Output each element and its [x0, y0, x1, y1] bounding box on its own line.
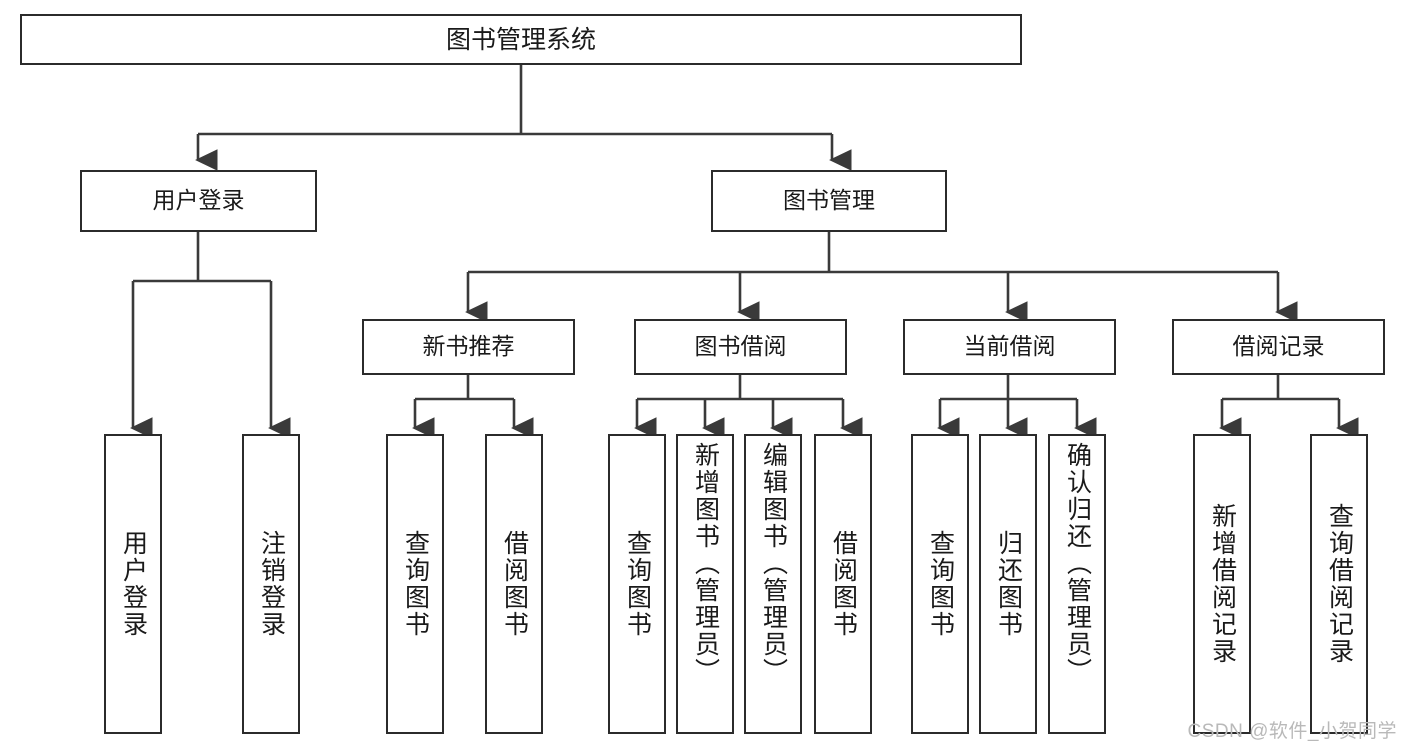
leaf-logout[interactable]: 注销登录	[242, 434, 300, 734]
node-label: 图书管理系统	[445, 25, 596, 54]
node-label: 查询借阅记录	[1325, 503, 1354, 665]
node-book-borrowing[interactable]: 图书借阅	[634, 319, 847, 375]
node-root-book-management-system[interactable]: 图书管理系统	[20, 14, 1022, 65]
node-label: 查询图书	[401, 530, 430, 638]
node-user-login[interactable]: 用户登录	[80, 170, 317, 232]
node-label: 借阅记录	[1232, 333, 1325, 360]
leaf-user-login[interactable]: 用户登录	[104, 434, 162, 734]
node-label: 用户登录	[152, 187, 245, 214]
leaf-add-book-admin[interactable]: 新增图书（管理员）	[676, 434, 734, 734]
node-label: 当前借阅	[963, 333, 1056, 360]
leaf-borrow-book-recommendation[interactable]: 借阅图书	[485, 434, 543, 734]
node-label: 借阅图书	[500, 530, 529, 638]
leaf-borrow-book-borrowing[interactable]: 借阅图书	[814, 434, 872, 734]
node-new-book-recommendation[interactable]: 新书推荐	[362, 319, 575, 375]
node-label: 借阅图书	[829, 530, 858, 638]
leaf-confirm-return-admin[interactable]: 确认归还（管理员）	[1048, 434, 1106, 734]
node-borrowing-records[interactable]: 借阅记录	[1172, 319, 1385, 375]
node-label: 新增借阅记录	[1208, 503, 1237, 665]
node-label: 图书管理	[783, 187, 875, 214]
node-label: 新增图书（管理员）	[691, 442, 720, 685]
node-label: 用户登录	[119, 530, 148, 638]
node-label: 确认归还（管理员）	[1063, 442, 1092, 685]
leaf-return-book[interactable]: 归还图书	[979, 434, 1037, 734]
leaf-query-book-borrowing[interactable]: 查询图书	[608, 434, 666, 734]
node-label: 新书推荐	[422, 333, 515, 360]
node-label: 注销登录	[257, 530, 286, 638]
leaf-edit-book-admin[interactable]: 编辑图书（管理员）	[744, 434, 802, 734]
node-label: 归还图书	[994, 530, 1023, 638]
node-label: 查询图书	[926, 530, 955, 638]
leaf-add-borrow-record[interactable]: 新增借阅记录	[1193, 434, 1251, 734]
node-book-management[interactable]: 图书管理	[711, 170, 947, 232]
node-current-borrowing[interactable]: 当前借阅	[903, 319, 1116, 375]
node-label: 图书借阅	[694, 333, 787, 360]
leaf-query-book-current[interactable]: 查询图书	[911, 434, 969, 734]
node-label: 编辑图书（管理员）	[759, 442, 788, 685]
leaf-query-book-recommendation[interactable]: 查询图书	[386, 434, 444, 734]
node-label: 查询图书	[623, 530, 652, 638]
leaf-query-borrow-record[interactable]: 查询借阅记录	[1310, 434, 1368, 734]
